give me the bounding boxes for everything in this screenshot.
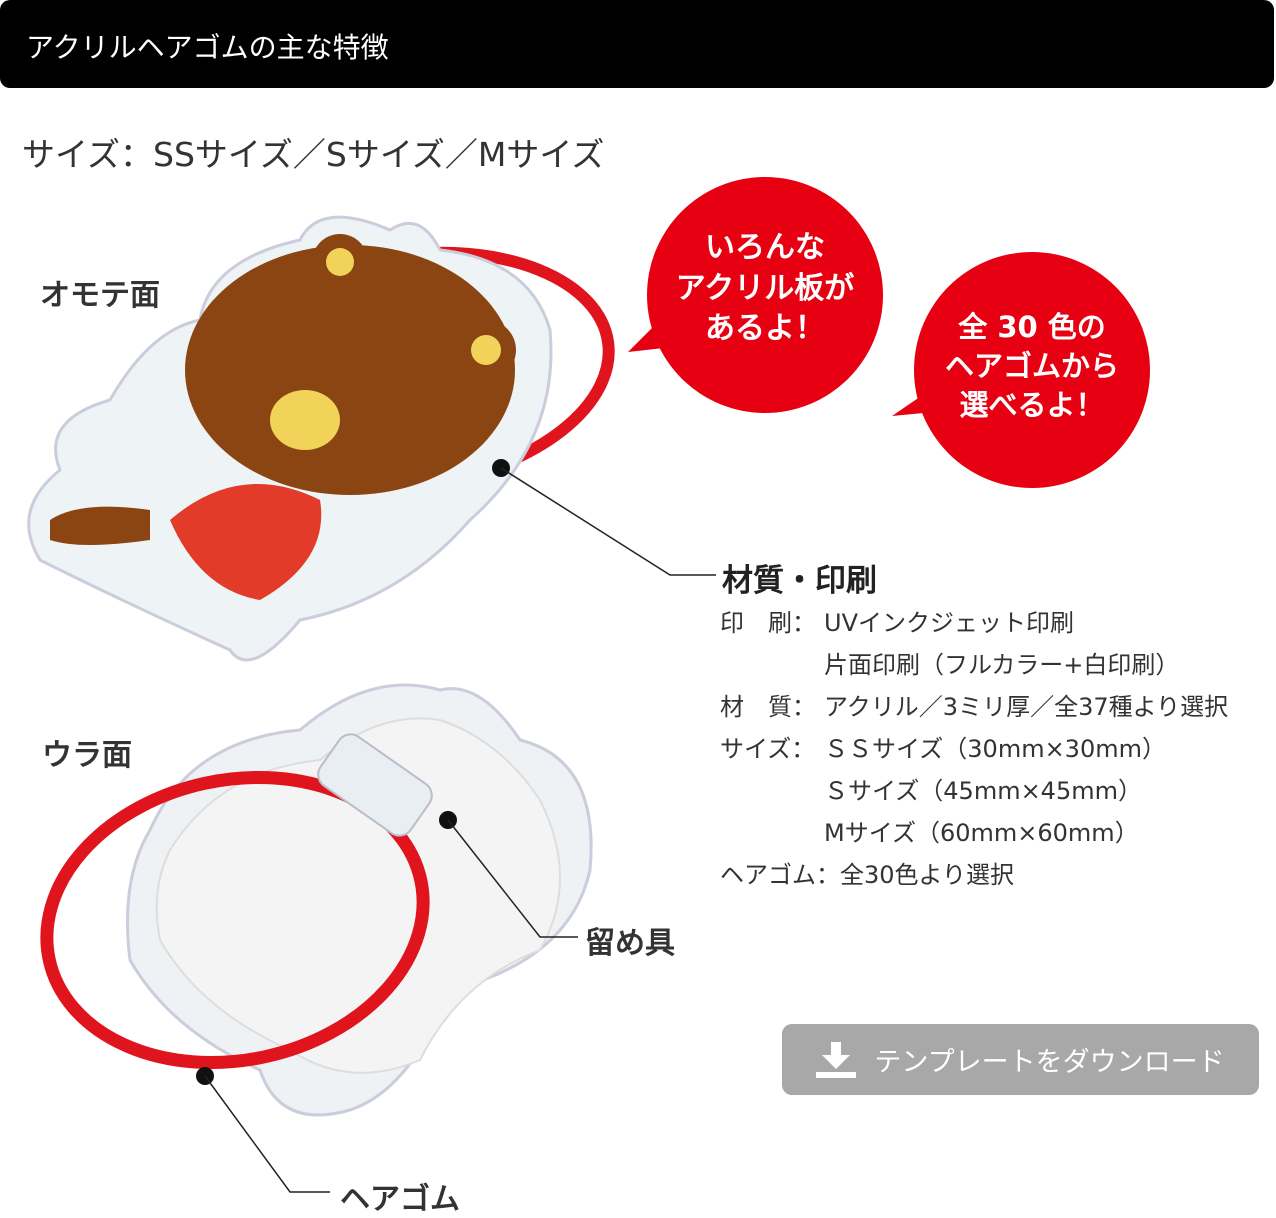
clasp-label: 留め具 <box>585 926 675 961</box>
spec-key: ヘアゴム： <box>720 861 840 889</box>
page-title: アクリルヘアゴムの主な特徴 <box>26 31 389 64</box>
spec-title: 材質・印刷 <box>722 563 877 599</box>
spec-row: 材 質： アクリル／3ミリ厚／全37種より選択 <box>720 687 1228 722</box>
header-bar <box>0 0 1274 88</box>
spec-key <box>720 645 824 680</box>
spec-key: 材 質： <box>720 693 816 721</box>
download-button-label: テンプレートをダウンロード <box>874 1047 1225 1078</box>
front-label: オモテ面 <box>40 278 160 313</box>
spec-value: アクリル／3ミリ厚／全37種より選択 <box>824 693 1229 721</box>
front-product-image <box>27 215 615 662</box>
speech-bubble-1-shape <box>628 177 883 413</box>
speech-bubble-2-shape <box>892 252 1150 488</box>
speech-bubble-acrylic: いろんな アクリル板が あるよ！ <box>675 230 855 346</box>
clasp-leader-line <box>447 819 578 938</box>
spec-row: Mサイズ（60mm×60mm） <box>720 813 1139 848</box>
spec-row: 印 刷： UVインクジェット印刷 <box>720 603 1074 638</box>
back-label: ウラ面 <box>42 738 132 773</box>
spec-value: 全30色より選択 <box>840 861 1015 889</box>
speech-bubble-colors: 全 30 色の ヘアゴムから 選べるよ！ <box>944 310 1119 423</box>
spec-value: 片面印刷（フルカラー+白印刷） <box>824 651 1180 679</box>
material-leader-line <box>500 467 716 576</box>
spec-value: UVインクジェット印刷 <box>824 609 1074 637</box>
spec-row: 片面印刷（フルカラー+白印刷） <box>720 645 1179 680</box>
spec-value: Ｓサイズ（45mm×45mm） <box>824 777 1142 805</box>
spec-value: ＳＳサイズ（30mm×30mm） <box>824 735 1166 763</box>
sizes-line: サイズ：SSサイズ／Sサイズ／Mサイズ <box>22 135 605 174</box>
spec-key: 印 刷： <box>720 609 816 637</box>
spec-key: サイズ： <box>720 735 816 763</box>
spec-key <box>720 771 824 806</box>
download-icon <box>816 1041 857 1078</box>
spec-row: サイズ： ＳＳサイズ（30mm×30mm） <box>720 729 1166 764</box>
download-template-button[interactable]: テンプレートをダウンロード <box>782 1024 1259 1095</box>
hair-tie-leader-line <box>204 1075 330 1193</box>
hair-tie-label: ヘアゴム <box>340 1182 460 1217</box>
spec-key <box>720 813 824 848</box>
spec-row: ヘアゴム：全30色より選択 <box>720 855 1014 890</box>
spec-value: Mサイズ（60mm×60mm） <box>824 819 1139 847</box>
spec-row: Ｓサイズ（45mm×45mm） <box>720 771 1142 806</box>
